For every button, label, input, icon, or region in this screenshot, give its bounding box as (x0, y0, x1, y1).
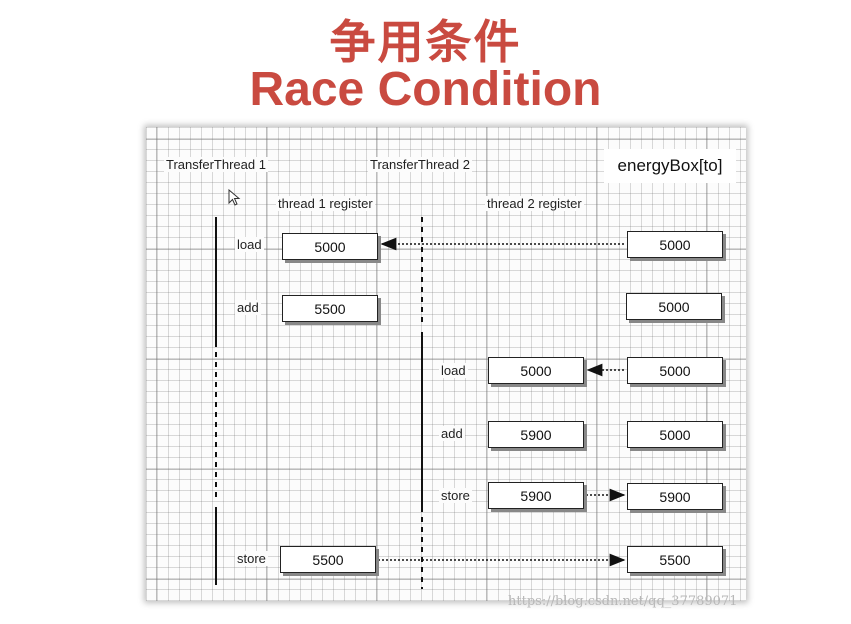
grid-line (146, 579, 746, 580)
op-label-t1-add: add (235, 300, 261, 315)
thread2-register-cell: 5900 (488, 421, 584, 448)
op-label-t1-load: load (235, 237, 264, 252)
thread1-label: TransferThread 1 (164, 157, 268, 172)
memory-cell: 5900 (627, 483, 723, 510)
op-label-t1-store: store (235, 551, 268, 566)
op-label-t2-store: store (439, 488, 472, 503)
memory-cell: 5000 (626, 293, 722, 320)
op-label-t2-add: add (439, 426, 465, 441)
watermark: https://blog.csdn.net/qq_37789071 (508, 594, 738, 609)
title-english: Race Condition (249, 63, 602, 116)
thread2-register-cell: 5000 (488, 357, 584, 384)
race-condition-diagram: TransferThread 1 TransferThread 2 energy… (146, 127, 746, 601)
memory-cell: 5000 (627, 357, 723, 384)
grid-line (146, 359, 746, 360)
thread2-register-cell: 5900 (488, 482, 584, 509)
thread2-register-label: thread 2 register (485, 196, 584, 211)
thread2-label: TransferThread 2 (368, 157, 472, 172)
grid-line (376, 127, 377, 601)
thread1-register-label: thread 1 register (276, 196, 375, 211)
memory-cell: 5000 (627, 421, 723, 448)
title-chinese: 争用条件 (329, 15, 522, 69)
grid-line (486, 127, 487, 601)
grid-line (156, 127, 157, 601)
memory-cell: 5500 (627, 546, 723, 573)
grid-line (146, 469, 746, 470)
memory-cell: 5000 (627, 231, 723, 258)
grid-line (146, 249, 746, 250)
thread1-register-cell: 5500 (282, 295, 378, 322)
thread1-register-cell: 5500 (280, 546, 376, 573)
op-label-t2-load: load (439, 363, 468, 378)
grid-line (266, 127, 267, 601)
thread1-register-cell: 5000 (282, 233, 378, 260)
grid-line (146, 139, 746, 140)
mouse-pointer-icon (228, 189, 241, 206)
timeline-and-arrows (215, 217, 626, 589)
energy-box-label: energyBox[to] (604, 149, 736, 183)
